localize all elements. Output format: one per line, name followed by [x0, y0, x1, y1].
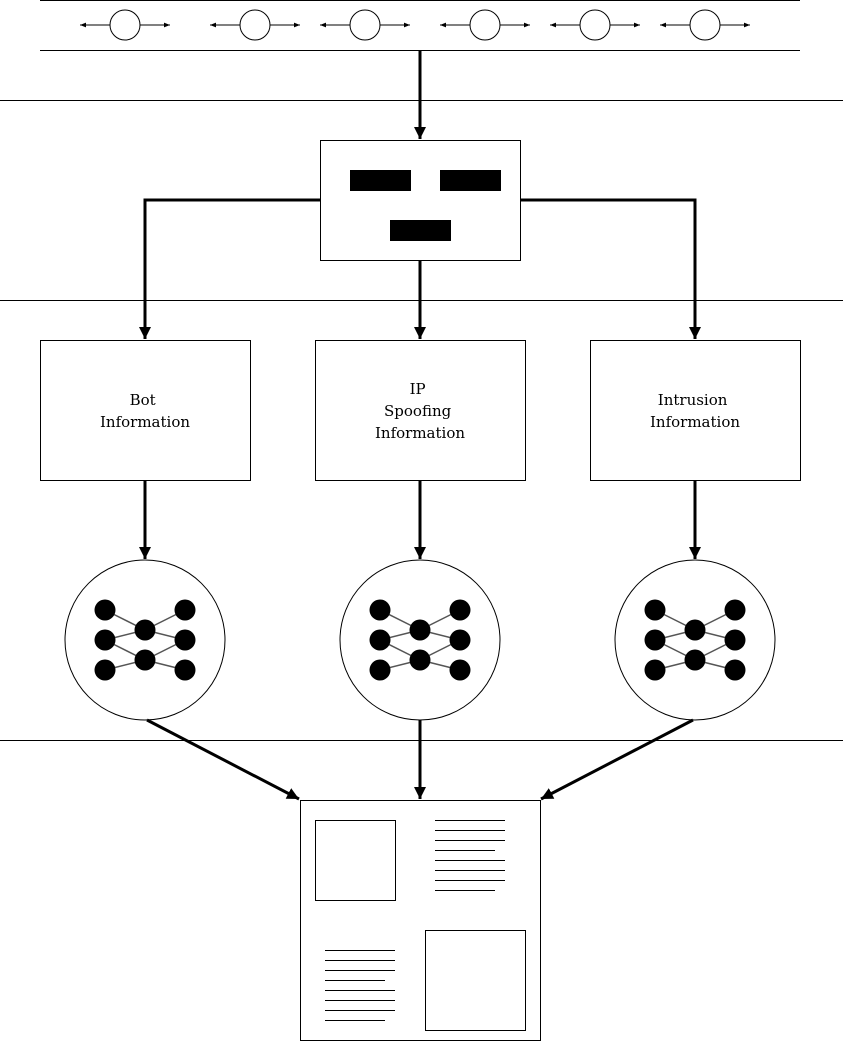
report-figure: [425, 930, 526, 1031]
neural-network-icon: [64, 559, 226, 721]
ip-spoofing-information-box: IP Spoofing Information: [315, 340, 526, 481]
intrusion-information-box: Intrusion Information: [590, 340, 801, 481]
intrusion-information-label: Intrusion Information: [650, 391, 740, 431]
neural-network-icon: [614, 559, 776, 721]
device-slot: [390, 220, 451, 241]
packet-node: [320, 9, 410, 41]
arrow-network-to-report: [146, 718, 300, 801]
packet-node: [660, 9, 750, 41]
arrow-network-to-report: [540, 718, 694, 801]
report-document-icon: [300, 800, 541, 1041]
capture-device: [320, 140, 521, 261]
packet-node: [440, 9, 530, 41]
arrow-device-to-intrusion: [520, 198, 701, 339]
report-figure: [315, 820, 396, 901]
packet-node: [210, 9, 300, 41]
packet-node: [550, 9, 640, 41]
ip-spoofing-information-label: IP Spoofing Information: [375, 380, 465, 442]
report-text-lines: [435, 820, 505, 891]
device-slot: [440, 170, 501, 191]
arrow-device-to-bot: [139, 198, 320, 339]
traffic-lane: [40, 0, 800, 51]
bot-information-box: Bot Information: [40, 340, 251, 481]
neural-network-icon: [339, 559, 501, 721]
report-text-lines: [325, 950, 395, 1021]
device-slot: [350, 170, 411, 191]
packet-node: [80, 9, 170, 41]
bot-information-label: Bot Information: [100, 391, 190, 431]
